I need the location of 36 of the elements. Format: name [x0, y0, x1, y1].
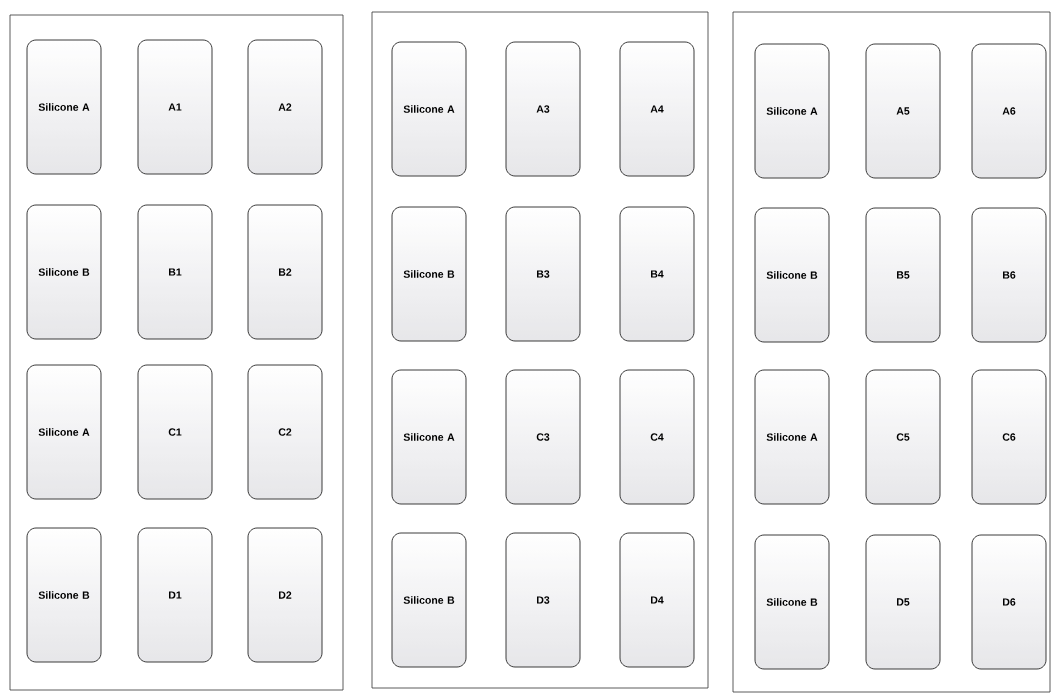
sample-box: D2: [247, 527, 323, 663]
sample-box: Silicone B: [391, 206, 467, 342]
sample-box: D5: [865, 534, 941, 670]
sample-box: B1: [137, 204, 213, 340]
sample-box: Silicone B: [754, 534, 830, 670]
sample-box: B5: [865, 207, 941, 343]
sample-box: Silicone A: [26, 364, 102, 500]
sample-box: A3: [505, 41, 581, 177]
sample-box: D6: [971, 534, 1047, 670]
sample-box: C2: [247, 364, 323, 500]
sample-box: B4: [619, 206, 695, 342]
sample-box: C1: [137, 364, 213, 500]
sample-box: C4: [619, 369, 695, 505]
sample-box: Silicone B: [391, 532, 467, 668]
sample-box: A5: [865, 43, 941, 179]
sample-box: D3: [505, 532, 581, 668]
sample-box: Silicone A: [754, 369, 830, 505]
sample-box: C6: [971, 369, 1047, 505]
sample-box: D4: [619, 532, 695, 668]
sample-box: B3: [505, 206, 581, 342]
sample-box: A1: [137, 39, 213, 175]
sample-box: B6: [971, 207, 1047, 343]
sample-box: A6: [971, 43, 1047, 179]
sample-box: B2: [247, 204, 323, 340]
sample-box: Silicone B: [26, 204, 102, 340]
sample-box: A2: [247, 39, 323, 175]
sample-box: D1: [137, 527, 213, 663]
sample-box: Silicone A: [391, 369, 467, 505]
sample-box: Silicone A: [754, 43, 830, 179]
sample-box: Silicone B: [754, 207, 830, 343]
sample-box: Silicone B: [26, 527, 102, 663]
sample-box: A4: [619, 41, 695, 177]
sample-box: Silicone A: [391, 41, 467, 177]
sample-box: Silicone A: [26, 39, 102, 175]
sample-box: C5: [865, 369, 941, 505]
sample-box: C3: [505, 369, 581, 505]
